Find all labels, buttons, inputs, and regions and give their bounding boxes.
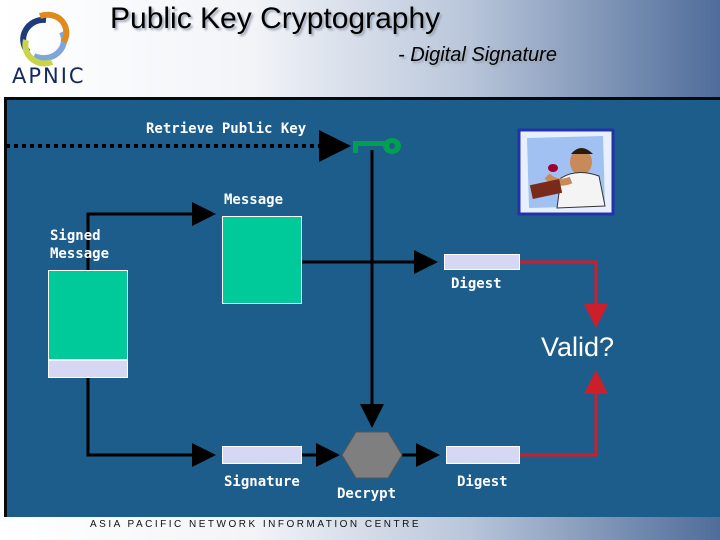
- message-label: Message: [224, 192, 284, 208]
- valid-label: Valid?: [541, 332, 615, 362]
- digest-bottom-label: Digest: [457, 474, 508, 490]
- signed-message-signature: [48, 360, 128, 378]
- digest-top-label: Digest: [451, 276, 502, 292]
- bottom-digest-compare-arrow: [520, 370, 608, 457]
- page-subtitle: - Digital Signature: [398, 44, 557, 66]
- footer-text: ASIA PACIFIC NETWORK INFORMATION CENTRE: [90, 519, 422, 530]
- signed-to-signature-arrow: [86, 378, 216, 467]
- apnic-logo: APNIC: [6, 8, 96, 90]
- digest-bottom-box: [446, 446, 520, 464]
- logo-text: APNIC: [12, 64, 86, 88]
- person-reading-clipart: [517, 128, 615, 216]
- signature-box: [222, 446, 302, 464]
- signed-to-message-arrow: [86, 202, 216, 270]
- top-digest-compare-arrow: [520, 260, 608, 328]
- message-box: [222, 216, 302, 304]
- digest-top-box: [444, 254, 520, 270]
- page-title: Public Key Cryptography: [110, 2, 441, 35]
- retrieve-public-key-label: Retrieve Public Key: [146, 121, 307, 137]
- decrypt-hexagon: [341, 431, 403, 479]
- signed-message-body: [48, 270, 128, 360]
- person-reading-icon: [517, 128, 615, 216]
- signed-message-label: Signed Message: [50, 228, 110, 262]
- apnic-logo-icon: [20, 11, 70, 67]
- signature-label: Signature: [224, 474, 300, 490]
- decrypt-label: Decrypt: [337, 486, 397, 502]
- public-key-icon: [353, 138, 401, 154]
